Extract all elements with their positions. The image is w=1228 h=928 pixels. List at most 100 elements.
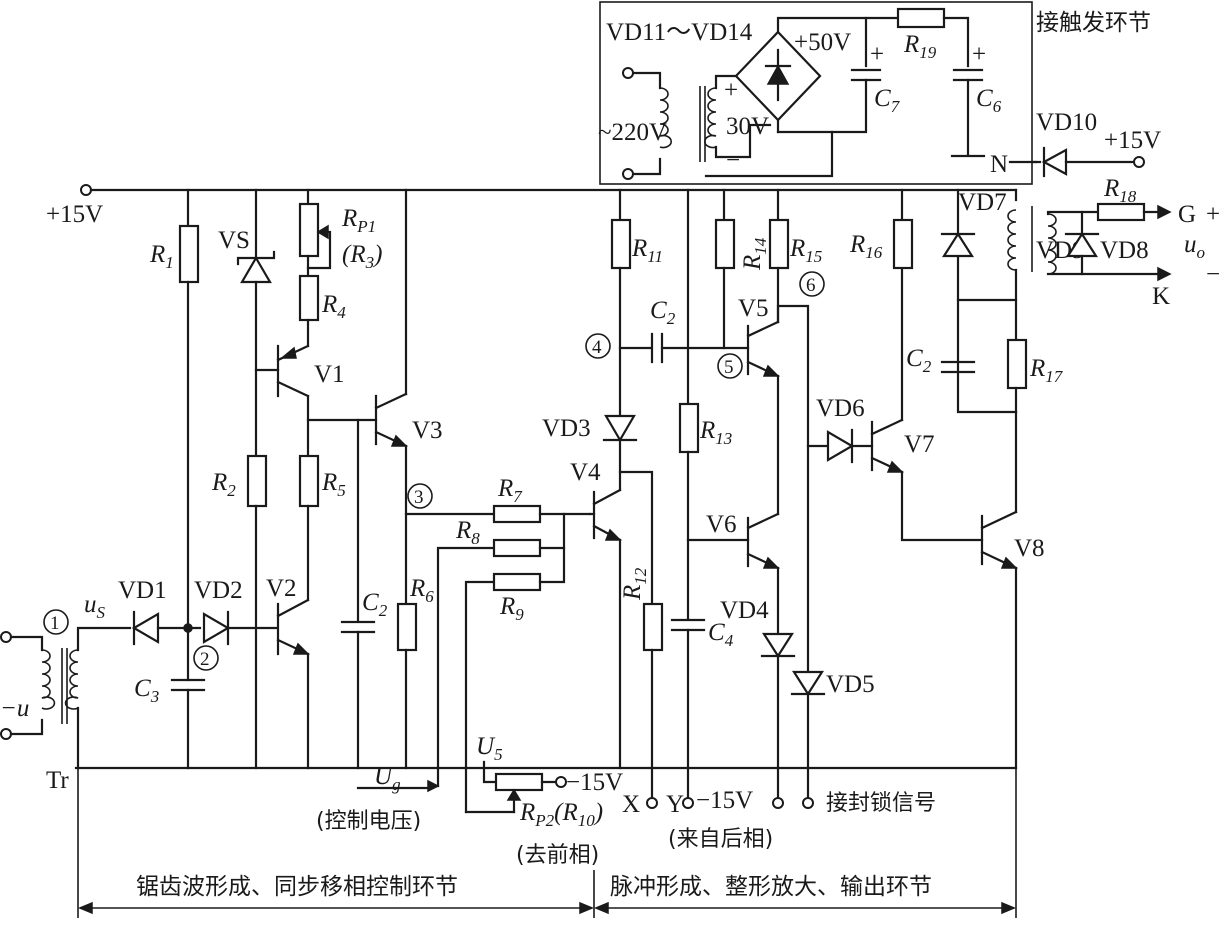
c3-label: C3	[134, 675, 159, 706]
potentiometer-rp2	[494, 772, 544, 792]
r13-label: R13	[699, 417, 732, 448]
us-label: uS	[84, 591, 106, 622]
resistor-r4	[298, 274, 320, 322]
r19-label: R19	[903, 31, 937, 62]
resistor-r11	[610, 218, 632, 270]
c6-label: C6	[976, 85, 1002, 116]
vd10-label: VD10	[1036, 109, 1097, 136]
svg-text:4: 4	[592, 337, 602, 358]
v4-label: V4	[570, 459, 601, 486]
svg-text:−: −	[1206, 261, 1220, 288]
control-voltage-note: (控制电压)	[316, 809, 421, 834]
vd3-label: VD3	[542, 415, 591, 442]
v1-label: V1	[314, 361, 345, 388]
r15-label: R15	[789, 235, 822, 266]
r17-label: R17	[1029, 355, 1064, 386]
n-terminal-label: N	[990, 151, 1008, 178]
r12-label: R12	[619, 567, 650, 601]
pulse-section-label: 脉冲形成、整形放大、输出环节	[610, 874, 932, 900]
tr-label: Tr	[46, 767, 69, 794]
v5-label: V5	[738, 295, 769, 322]
resistor-r5	[298, 454, 320, 508]
blocking-signal-note: 接封锁信号	[826, 791, 936, 816]
r3-label: (R3)	[342, 241, 382, 272]
resistor-r13	[678, 402, 700, 454]
r6-label: R6	[409, 575, 434, 606]
r9-label: R9	[499, 593, 524, 624]
trigger-power-supply-block: 接触发环节 VD11～VD14 +50V R19 + C7 + C6 ~220V…	[598, 1, 1161, 185]
vd1-label: VD1	[118, 577, 167, 604]
svg-text:−: −	[726, 147, 740, 174]
supply-rails: +15V	[46, 184, 1018, 770]
plus15-right-label: +15V	[1104, 127, 1161, 154]
c7-label: C7	[874, 85, 901, 116]
resistor-r7	[492, 504, 542, 524]
diode-vd4	[761, 632, 795, 659]
ac30-label: 30V	[726, 113, 769, 140]
resistor-r18	[1096, 202, 1146, 222]
neg15-left-label: −15V	[566, 769, 623, 796]
svg-text:+: +	[1206, 201, 1220, 228]
input-voltage-label: −u	[0, 695, 29, 722]
c2-mid-label: C2	[650, 297, 676, 328]
ug-label: Ug	[374, 763, 401, 794]
neg15-mid-label: −15V	[696, 787, 753, 814]
plus50-label: +50V	[794, 29, 851, 56]
g-terminal-label: G	[1178, 201, 1196, 228]
sawtooth-section-label: 锯齿波形成、同步移相控制环节	[136, 874, 458, 900]
sync-transformer: −u Tr 1 uS	[0, 591, 132, 794]
c2-left-label: C2	[362, 589, 388, 620]
resistor-r9	[492, 572, 542, 592]
pulse-section: R11 4 C2 VD3 V4 R12 X R13	[542, 175, 1220, 852]
rail-plus15-label: +15V	[46, 201, 103, 228]
r1-label: R1	[149, 241, 174, 272]
y-terminal-label: Y	[666, 791, 684, 818]
diode-vd6	[826, 430, 855, 462]
r5-label: R5	[321, 469, 346, 500]
v3-label: V3	[412, 417, 443, 444]
resistor-r1	[178, 224, 200, 284]
x-terminal-label: X	[622, 791, 640, 818]
trigger-section-label: 接触发环节	[1036, 10, 1151, 36]
rp1-label: RP1	[341, 205, 376, 236]
resistor-r16	[892, 218, 914, 270]
sawtooth-section: VD1 VD2 2 C3 R1 VS R2 RP1 (R3)	[118, 188, 623, 868]
vd5-label: VD5	[826, 671, 875, 698]
vd8-label: VD8	[1100, 237, 1149, 264]
vd2-label: VD2	[194, 577, 243, 604]
r2-label: R2	[211, 469, 236, 500]
svg-text:+: +	[724, 77, 738, 104]
r16-label: R16	[849, 231, 883, 262]
r18-label: R18	[1103, 175, 1137, 206]
resistor-r15	[768, 218, 790, 270]
diode-vd7	[941, 231, 975, 258]
vd4-label: VD4	[720, 597, 769, 624]
diode-vd10	[1041, 148, 1068, 176]
v8-label: V8	[1014, 535, 1045, 562]
resistor-r17	[1006, 338, 1028, 390]
ac220-label: ~220V	[598, 119, 667, 146]
to-previous-phase-note: (去前相)	[516, 843, 599, 868]
power-box-border	[599, 1, 1033, 185]
resistor-r6	[396, 602, 418, 652]
uo-label: uo	[1184, 231, 1205, 262]
svg-text:+: +	[972, 41, 986, 68]
resistor-r19	[896, 7, 946, 29]
svg-text:+: +	[870, 41, 884, 68]
vd6-label: VD6	[816, 395, 865, 422]
resistor-r14	[714, 218, 736, 270]
diode-vd1	[131, 612, 160, 644]
svg-text:3: 3	[414, 487, 424, 508]
resistor-r12	[642, 602, 664, 652]
diode-vd2	[202, 612, 231, 644]
r4-label: R4	[321, 291, 346, 322]
rp2-label: RP2(R10)	[519, 799, 603, 830]
c2-right-label: C2	[906, 345, 932, 376]
potentiometer-rp1	[298, 202, 320, 258]
svg-text:5: 5	[724, 357, 734, 378]
svg-text:6: 6	[806, 275, 816, 296]
from-next-phase-note: (来自后相)	[668, 827, 773, 852]
k-terminal-label: K	[1152, 283, 1170, 310]
